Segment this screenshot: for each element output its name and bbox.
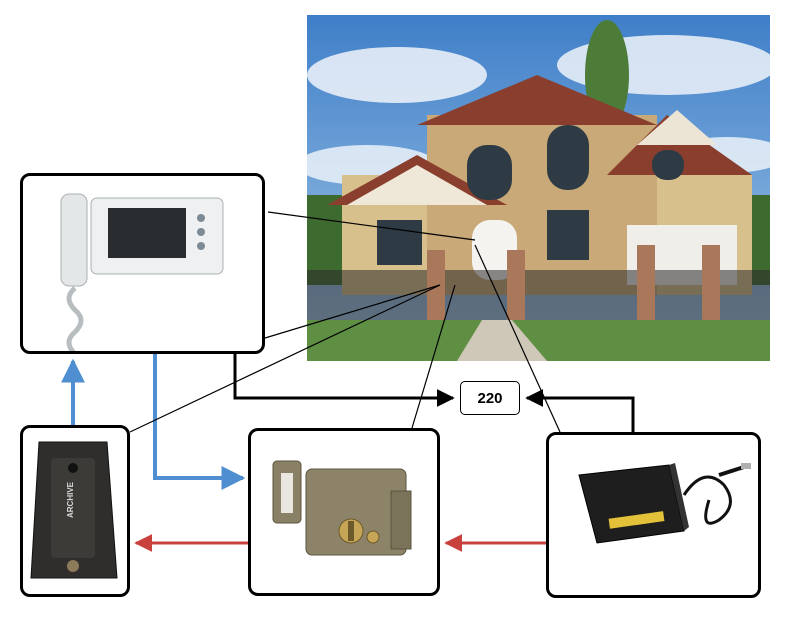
doorbell-panel-brand: ARCHIVE: [66, 481, 75, 518]
monitor-node: [20, 173, 265, 354]
electric-lock-icon: [272, 460, 412, 556]
outdoor-panel-node: ARCHIVE: [20, 425, 130, 597]
mains-link-monitor: [233, 354, 455, 407]
video-link-monitor-to-lock: [153, 354, 246, 490]
house-photo: [307, 15, 770, 361]
pointer-panel-to-gate: [129, 284, 441, 433]
pointer-adapter-to-house: [474, 244, 561, 433]
power-adapter-node: [546, 432, 761, 598]
electric-lock-node: [248, 428, 440, 596]
power-adapter-icon: [578, 463, 751, 544]
pointer-monitor-to-house: [267, 211, 476, 241]
pointer-lock-to-gate: [411, 284, 456, 429]
mains-link-adapter: [525, 389, 635, 432]
intercom-monitor-icon: [60, 193, 224, 351]
pointer-monitor-to-gate: [264, 284, 441, 339]
voltage-label: 220: [460, 381, 520, 415]
